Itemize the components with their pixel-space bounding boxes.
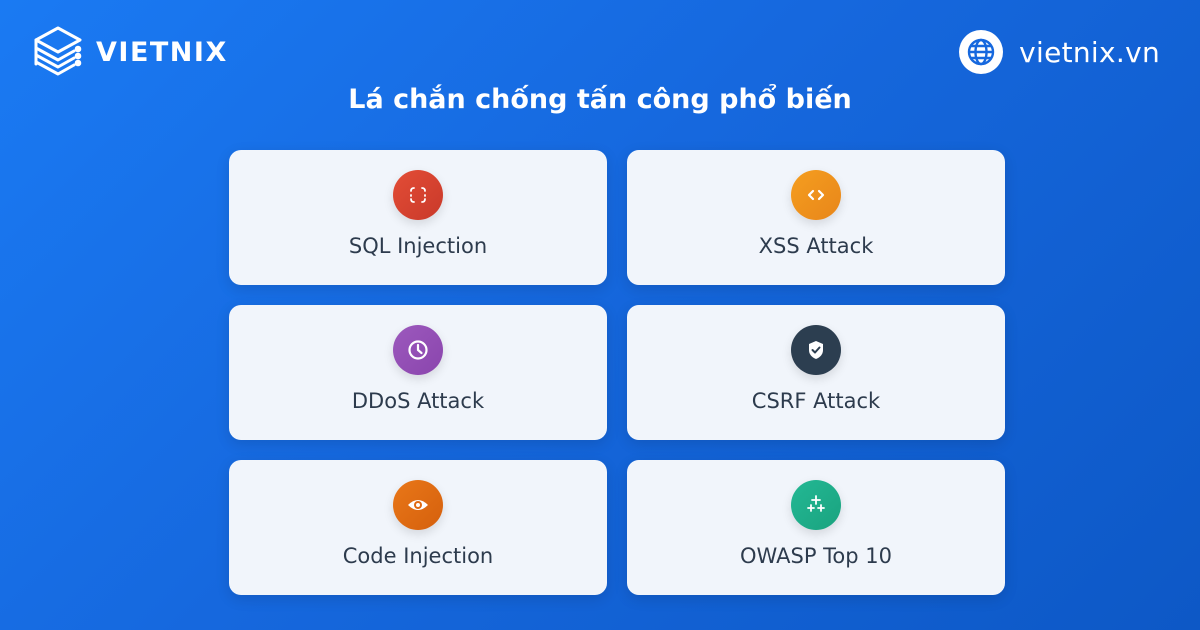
globe-icon [959, 30, 1004, 74]
card-label: SQL Injection [348, 234, 488, 258]
card-label: DDoS Attack [351, 389, 485, 413]
card-label: XSS Attack [758, 234, 874, 258]
vietnix-logo[interactable]: VIETNIX [32, 24, 228, 80]
card-csrf-attack[interactable]: CSRF Attack [627, 305, 1005, 440]
sparkles-icon [791, 480, 841, 530]
card-xss-attack[interactable]: XSS Attack [627, 150, 1005, 285]
card-owasp-top-10[interactable]: OWASP Top 10 [627, 460, 1005, 595]
logo-text: VIETNIX [96, 36, 228, 68]
attack-grid: SQL Injection XSS Attack DDoS Attack CSR… [229, 150, 1005, 595]
website-url: vietnix.vn [1019, 35, 1160, 69]
code-brackets-icon [791, 170, 841, 220]
page-title: Lá chắn chống tấn công phổ biến [348, 84, 852, 115]
card-label: OWASP Top 10 [739, 544, 892, 568]
shield-check-icon [791, 325, 841, 375]
card-label: Code Injection [342, 544, 494, 568]
card-ddos-attack[interactable]: DDoS Attack [229, 305, 607, 440]
eye-icon [393, 480, 443, 530]
card-code-injection[interactable]: Code Injection [229, 460, 607, 595]
card-label: CSRF Attack [751, 389, 881, 413]
stacked-server-icon [34, 26, 82, 76]
clock-icon [393, 325, 443, 375]
website-link[interactable]: vietnix.vn [959, 30, 1160, 74]
card-sql-injection[interactable]: SQL Injection [229, 150, 607, 285]
bracket-frame-icon [393, 170, 443, 220]
